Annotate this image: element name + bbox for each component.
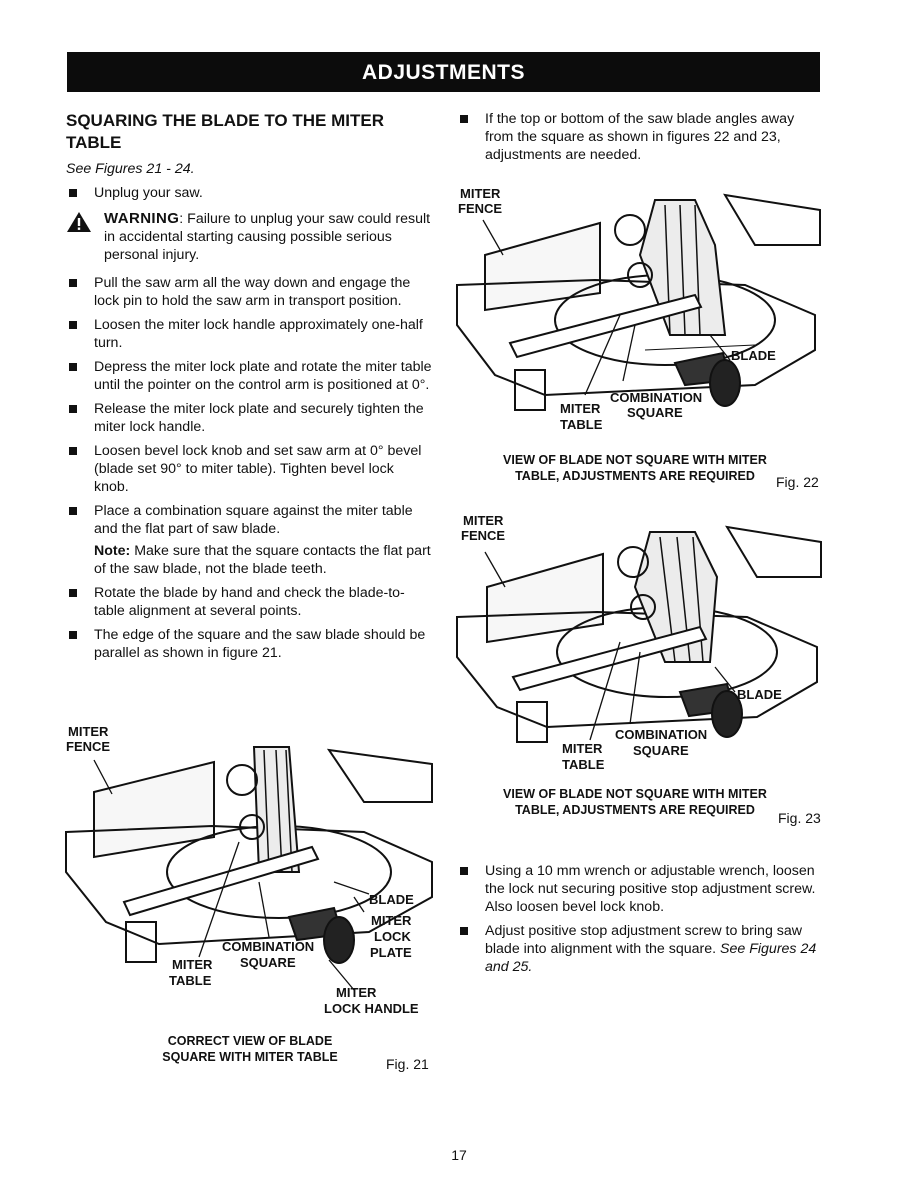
label-miter-lock-plate-2: LOCK: [374, 929, 411, 944]
label-miter: MITER: [463, 513, 504, 528]
square-bullet-icon: [460, 867, 468, 875]
page-number: 17: [451, 1147, 467, 1163]
list-item: Pull the saw arm all the way down and en…: [66, 274, 432, 310]
list-item-text: If the top or bottom of the saw blade an…: [485, 111, 795, 163]
caption-line: VIEW OF BLADE NOT SQUARE WITH MITER: [503, 787, 767, 801]
label-blade: BLADE: [369, 892, 414, 907]
figure-23-number: Fig. 23: [778, 810, 821, 826]
list-item: Loosen bevel lock knob and set saw arm a…: [66, 442, 432, 496]
label-blade: BLADE: [731, 348, 776, 363]
label-square: SQUARE: [627, 405, 683, 420]
warning-label: WARNING: [104, 210, 180, 227]
note: Note: Make sure that the square contacts…: [66, 542, 432, 578]
caption-line: CORRECT VIEW OF BLADE: [167, 1034, 333, 1048]
label-fence: FENCE: [461, 528, 505, 543]
label-square: SQUARE: [240, 955, 296, 970]
steps-list: Pull the saw arm all the way down and en…: [66, 274, 432, 662]
list-item: Depress the miter lock plate and rotate …: [66, 358, 432, 394]
label-fence: FENCE: [66, 739, 110, 754]
label-miter-lock-handle-2: LOCK HANDLE: [324, 1001, 419, 1016]
saw-illustration: MITER FENCE BLADE COMBINATION SQUARE MIT…: [456, 186, 821, 432]
list-item-text: Loosen bevel lock knob and set saw arm a…: [94, 443, 422, 495]
right-column-intro: If the top or bottom of the saw blade an…: [457, 110, 823, 170]
list-item: The edge of the square and the saw blade…: [66, 626, 432, 662]
list-item-text: Pull the saw arm all the way down and en…: [94, 275, 411, 309]
figure-22: MITER FENCE BLADE COMBINATION SQUARE MIT…: [455, 185, 825, 445]
list-item-text: Using a 10 mm wrench or adjustable wrenc…: [485, 863, 816, 915]
label-miter-table-2: TABLE: [562, 757, 605, 772]
square-bullet-icon: [69, 405, 77, 413]
label-miter-table-2: TABLE: [560, 417, 603, 432]
label-miter-lock-plate-1: MITER: [371, 913, 412, 928]
square-bullet-icon: [69, 363, 77, 371]
square-bullet-icon: [69, 321, 77, 329]
see-figures-italic: See Figures 24 and 25.: [485, 941, 817, 975]
figure-22-number: Fig. 22: [776, 474, 819, 490]
square-bullet-icon: [69, 279, 77, 287]
square-bullet-icon: [69, 189, 77, 197]
label-combination: COMBINATION: [615, 727, 707, 742]
list-item-text: Release the miter lock plate and securel…: [94, 401, 424, 435]
saw-illustration: MITER FENCE BLADE COMBINATION SQUARE MIT…: [456, 513, 822, 772]
label-miter: MITER: [460, 186, 501, 201]
label-miter-table-1: MITER: [560, 401, 601, 416]
list-item: Adjust positive stop adjustment screw to…: [457, 922, 823, 976]
warning-block: WARNING: Failure to unplug your saw coul…: [66, 210, 432, 264]
square-bullet-icon: [69, 589, 77, 597]
label-fence: FENCE: [458, 201, 502, 216]
note-label: Note:: [94, 543, 131, 559]
square-bullet-icon: [460, 927, 468, 935]
figure-21-number: Fig. 21: [386, 1056, 429, 1072]
caption-line: TABLE, ADJUSTMENTS ARE REQUIRED: [515, 469, 755, 483]
label-miter-table-2: TABLE: [169, 973, 212, 988]
list-item-text: Place a combination square against the m…: [94, 503, 413, 537]
caption-line: VIEW OF BLADE NOT SQUARE WITH MITER: [503, 453, 767, 467]
square-bullet-icon: [69, 631, 77, 639]
caption-line: SQUARE WITH MITER TABLE: [162, 1050, 338, 1064]
list-item-text: Loosen the miter lock handle approximate…: [94, 317, 423, 351]
section-banner: ADJUSTMENTS: [67, 52, 820, 92]
warning-triangle-icon: [66, 211, 92, 238]
list-item-text: Depress the miter lock plate and rotate …: [94, 359, 432, 393]
label-blade: BLADE: [737, 687, 782, 702]
list-item: Rotate the blade by hand and check the b…: [66, 584, 432, 620]
label-combination: COMBINATION: [222, 939, 314, 954]
see-figures-note: See Figures 21 - 24.: [66, 161, 195, 177]
list-item-text: Unplug your saw.: [94, 185, 203, 201]
list-item: Place a combination square against the m…: [66, 502, 432, 538]
figure-23-caption: VIEW OF BLADE NOT SQUARE WITH MITER TABL…: [485, 786, 785, 818]
list-item: Using a 10 mm wrench or adjustable wrenc…: [457, 862, 823, 916]
list-item-text: Adjust positive stop adjustment screw to…: [485, 923, 803, 957]
caption-line: TABLE, ADJUSTMENTS ARE REQUIRED: [515, 803, 755, 817]
label-miter: MITER: [68, 724, 109, 739]
list-item: If the top or bottom of the saw blade an…: [457, 110, 823, 164]
figure-22-caption: VIEW OF BLADE NOT SQUARE WITH MITER TABL…: [485, 452, 785, 484]
warning-text: : Failure to unplug your saw could resul…: [104, 211, 431, 263]
label-miter-lock-plate-3: PLATE: [370, 945, 412, 960]
saw-illustration: MITER FENCE BLADE MITER LOCK PLATE COMBI…: [65, 724, 433, 1016]
label-square: SQUARE: [633, 743, 689, 758]
label-combination: COMBINATION: [610, 390, 702, 405]
list-item: Unplug your saw.: [66, 184, 432, 202]
right-column-steps: Using a 10 mm wrench or adjustable wrenc…: [457, 862, 823, 982]
square-bullet-icon: [460, 115, 468, 123]
list-item: Loosen the miter lock handle approximate…: [66, 316, 432, 352]
label-miter-table-1: MITER: [562, 741, 603, 756]
note-text: Make sure that the square contacts the f…: [94, 543, 431, 577]
figure-21: MITER FENCE BLADE MITER LOCK PLATE COMBI…: [64, 722, 436, 1027]
list-item: Release the miter lock plate and securel…: [66, 400, 432, 436]
figure-21-caption: CORRECT VIEW OF BLADE SQUARE WITH MITER …: [140, 1033, 360, 1065]
label-miter-table-1: MITER: [172, 957, 213, 972]
square-bullet-icon: [69, 507, 77, 515]
label-miter-lock-handle-1: MITER: [336, 985, 377, 1000]
left-column: SQUARING THE BLADE TO THE MITER TABLE Se…: [66, 110, 432, 668]
section-title: SQUARING THE BLADE TO THE MITER TABLE: [66, 111, 384, 152]
square-bullet-icon: [69, 447, 77, 455]
figure-23: MITER FENCE BLADE COMBINATION SQUARE MIT…: [455, 512, 825, 779]
list-item-text: Rotate the blade by hand and check the b…: [94, 585, 405, 619]
list-item-text: The edge of the square and the saw blade…: [94, 627, 426, 661]
